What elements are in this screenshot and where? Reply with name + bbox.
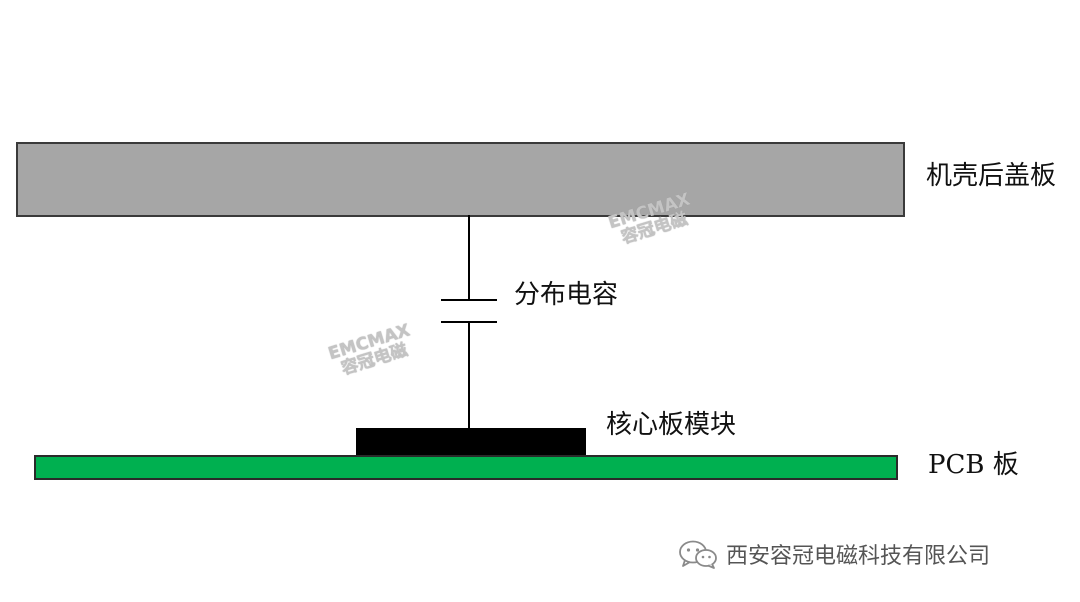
- pcb-board: [34, 455, 898, 480]
- capacitor-plate-top: [441, 299, 497, 301]
- wechat-icon: [679, 540, 717, 569]
- pcb-label: PCB 板: [928, 450, 1019, 480]
- capacitance-label: 分布电容: [514, 280, 619, 310]
- module-label: 核心板模块: [606, 410, 737, 440]
- chassis-back-cover: [16, 142, 905, 217]
- footer-credit: 西安容冠电磁科技有限公司: [678, 538, 990, 570]
- capacitor-lead-top: [468, 215, 470, 300]
- core-board-module: [356, 428, 586, 455]
- chassis-label: 机壳后盖板: [926, 161, 1057, 191]
- company-name: 西安容冠电磁科技有限公司: [726, 544, 991, 569]
- capacitor-lead-bottom: [468, 322, 470, 428]
- watermark: EMCMAX 容冠电磁: [326, 321, 418, 381]
